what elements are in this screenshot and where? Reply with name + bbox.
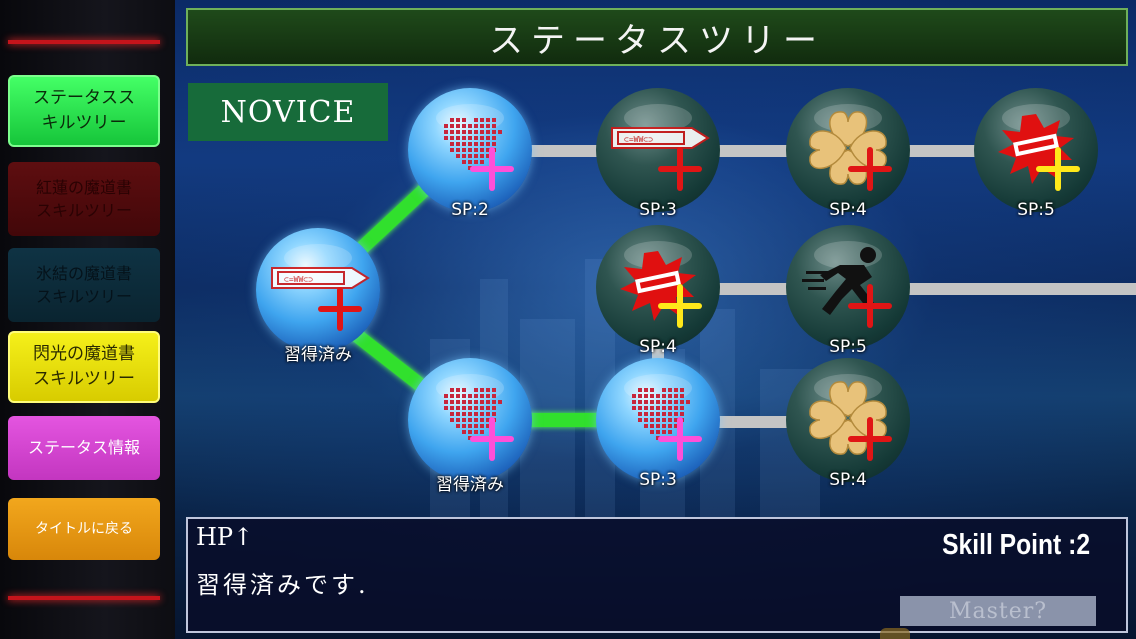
plus-icon <box>658 284 702 328</box>
skill-node-label: SP:4 <box>829 470 867 490</box>
svg-text:⊂=WW⊂⊃: ⊂=WW⊂⊃ <box>624 135 653 144</box>
button-label-line2: スキルツリー <box>33 369 135 389</box>
burst-icon <box>998 104 1074 184</box>
skill-node[interactable] <box>596 225 720 349</box>
skill-node[interactable] <box>596 358 720 482</box>
button-label-line2: キルツリー <box>41 113 127 133</box>
plus-icon <box>658 147 702 191</box>
clover-icon <box>809 104 887 185</box>
plus-icon <box>470 417 514 461</box>
tier-badge: NOVICE <box>188 83 388 141</box>
crimson-grimoire-tree-button[interactable]: 紅蓮の魔道書 スキルツリー <box>8 162 160 236</box>
skill-node[interactable] <box>974 88 1098 212</box>
skill-node-label: SP:3 <box>639 470 677 490</box>
button-label: ステータス情報 <box>27 438 140 458</box>
return-to-title-button[interactable]: タイトルに戻る <box>8 498 160 560</box>
button-label-line2: スキルツリー <box>35 287 132 306</box>
skill-node-label: SP:4 <box>829 200 867 220</box>
master-button[interactable]: Master? <box>900 596 1096 626</box>
skill-node-label: 習得済み <box>436 475 504 495</box>
link-top-row <box>470 145 1040 157</box>
button-label-line1: 閃光の魔道書 <box>33 344 135 365</box>
skill-node-label: SP:5 <box>829 337 867 357</box>
button-label-line2: スキルツリー <box>35 201 132 220</box>
sidebar-divider-top <box>8 40 160 44</box>
corner-decoration <box>880 628 910 639</box>
skill-node[interactable] <box>408 358 532 482</box>
skill-info-panel: HP↑ 習得済みです. Skill Point :2 Master? <box>186 517 1128 633</box>
skill-name: HP↑ <box>196 523 254 551</box>
plus-icon <box>848 147 892 191</box>
plus-icon <box>318 287 362 331</box>
sidebar: ステータスス キルツリー 紅蓮の魔道書 スキルツリー 氷結の魔道書 スキルツリー… <box>0 0 175 639</box>
status-info-button[interactable]: ステータス情報 <box>8 416 160 480</box>
title-bar: ステータスツリー <box>186 8 1128 66</box>
page-title: ステータスツリー <box>489 20 825 61</box>
flash-grimoire-tree-button[interactable]: 閃光の魔道書 スキルツリー <box>8 331 160 403</box>
plus-icon <box>848 417 892 461</box>
skill-node[interactable] <box>786 358 910 482</box>
plus-icon <box>470 147 514 191</box>
sidebar-divider-bottom <box>8 596 160 600</box>
heart-icon <box>436 104 504 170</box>
skill-node[interactable] <box>786 225 910 349</box>
skill-node-label: SP:4 <box>639 337 677 357</box>
skill-node[interactable] <box>786 88 910 212</box>
skill-node-label: 習得済み <box>284 345 352 365</box>
sword-icon: ⊂=WW⊂⊃ <box>611 104 710 149</box>
runner-icon <box>802 241 882 315</box>
skill-point-counter: Skill Point :2 <box>942 529 1090 561</box>
button-label: タイトルに戻る <box>35 520 133 537</box>
skill-node[interactable] <box>408 88 532 212</box>
skill-node-label: SP:5 <box>1017 200 1055 220</box>
plus-icon <box>658 417 702 461</box>
ice-grimoire-tree-button[interactable]: 氷結の魔道書 スキルツリー <box>8 248 160 322</box>
plus-icon <box>848 284 892 328</box>
status-skill-tree-button[interactable]: ステータスス キルツリー <box>8 75 160 147</box>
button-label-line1: 紅蓮の魔道書 <box>35 177 132 197</box>
skill-node-label: SP:3 <box>639 200 677 220</box>
skill-description: 習得済みです. <box>196 571 369 599</box>
burst-icon <box>620 241 696 321</box>
sword-icon: ⊂=WW⊂⊃ <box>271 244 370 289</box>
heart-icon <box>436 374 504 440</box>
heart-icon <box>624 374 692 440</box>
button-label-line1: ステータスス <box>33 88 135 109</box>
button-label-line1: 氷結の魔道書 <box>35 263 132 283</box>
skill-node[interactable]: ⊂=WW⊂⊃ <box>596 88 720 212</box>
skill-node[interactable]: ⊂=WW⊂⊃ <box>256 228 380 352</box>
svg-text:⊂=WW⊂⊃: ⊂=WW⊂⊃ <box>284 275 313 284</box>
skill-node-label: SP:2 <box>451 200 489 220</box>
plus-icon <box>1036 147 1080 191</box>
